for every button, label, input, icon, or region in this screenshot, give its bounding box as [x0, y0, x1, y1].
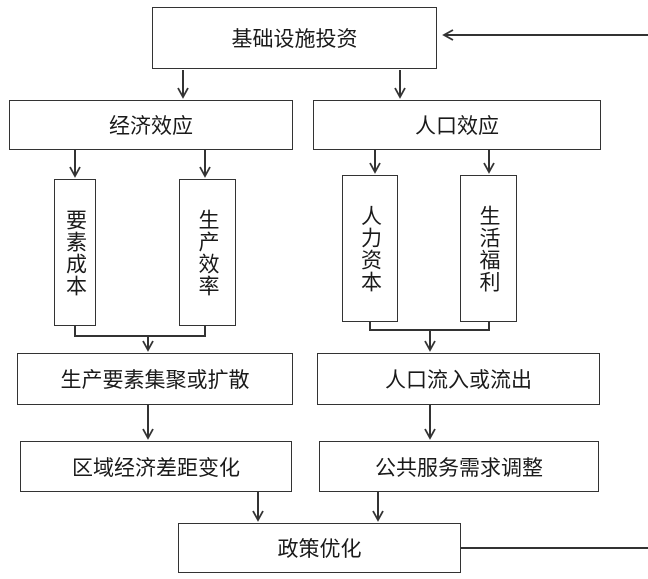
node-public-service-adjustment: 公共服务需求调整 — [319, 441, 599, 492]
node-label: 生活福利 — [477, 204, 501, 293]
node-production-efficiency: 生产效率 — [179, 179, 236, 326]
node-human-capital: 人力资本 — [342, 175, 398, 322]
node-economic-effect: 经济效应 — [9, 100, 293, 150]
node-label: 生产效率 — [196, 208, 220, 297]
bracket-left — [74, 326, 206, 337]
node-infrastructure-investment: 基础设施投资 — [152, 7, 437, 69]
bracket-right — [369, 322, 490, 331]
node-label: 人口效应 — [415, 114, 499, 138]
node-quality-of-life: 生活福利 — [460, 175, 517, 322]
node-population-flow: 人口流入或流出 — [317, 353, 600, 405]
node-regional-gap: 区域经济差距变化 — [20, 441, 292, 492]
node-factor-cost: 要素成本 — [54, 179, 96, 326]
node-label: 人口流入或流出 — [385, 368, 532, 392]
node-label: 人力资本 — [358, 204, 383, 293]
node-label: 经济效应 — [109, 114, 193, 138]
node-policy-optimization: 政策优化 — [178, 523, 461, 573]
node-label: 生产要素集聚或扩散 — [60, 368, 250, 392]
node-factor-agglomeration: 生产要素集聚或扩散 — [17, 353, 293, 405]
node-label: 公共服务需求调整 — [375, 455, 543, 480]
node-label: 基础设施投资 — [231, 27, 358, 51]
node-label: 政策优化 — [277, 537, 362, 561]
node-label: 区域经济差距变化 — [72, 455, 240, 480]
node-label: 要素成本 — [63, 208, 88, 297]
node-population-effect: 人口效应 — [313, 100, 601, 150]
